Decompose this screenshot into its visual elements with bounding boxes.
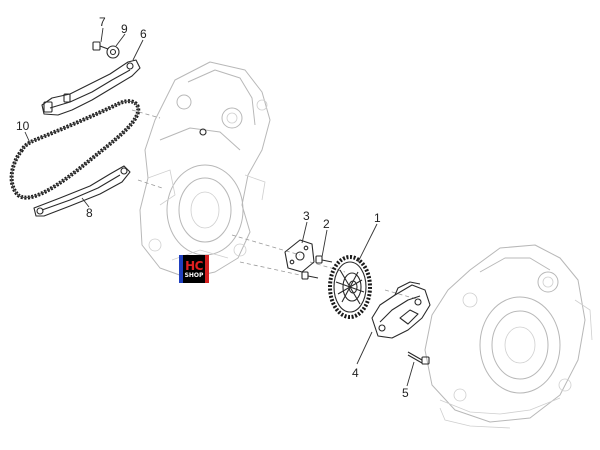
crankcase-right xyxy=(424,244,593,429)
callout-5: 5 xyxy=(402,386,409,400)
logo-blue-strip xyxy=(179,255,183,283)
callout-6: 6 xyxy=(140,27,147,41)
callout-2: 2 xyxy=(323,217,330,231)
tensioner-rail-part-6 xyxy=(41,59,141,116)
bolt-part-7 xyxy=(92,41,109,51)
logo-red-strip xyxy=(205,255,209,283)
callout-9: 9 xyxy=(121,22,128,36)
callout-1: 1 xyxy=(374,211,381,225)
chain-guide-part-8 xyxy=(33,165,131,217)
callout-7: 7 xyxy=(99,15,106,29)
housing-part-4 xyxy=(371,281,431,339)
callout-labels: 1 2 3 4 5 6 7 8 9 10 xyxy=(16,15,409,400)
timing-chain-part-10 xyxy=(9,99,141,200)
bolts-part-2 xyxy=(301,255,333,280)
plate-part-3 xyxy=(284,239,315,273)
callout-4: 4 xyxy=(352,366,359,380)
callout-10: 10 xyxy=(16,119,30,133)
roller-part-9 xyxy=(106,45,120,59)
logo-hc-text: HC xyxy=(185,258,203,273)
hc-shop-logo: HC SHOP xyxy=(179,255,209,283)
bolt-part-5 xyxy=(407,351,430,365)
sprocket-part-1 xyxy=(328,255,372,319)
logo-center: HC SHOP xyxy=(183,255,205,283)
logo-shop-text: SHOP xyxy=(184,271,204,279)
assembly-lines xyxy=(131,109,421,301)
callout-3: 3 xyxy=(303,209,310,223)
callout-8: 8 xyxy=(86,206,93,220)
leader-lines xyxy=(24,27,415,387)
crankcase-left xyxy=(139,61,271,279)
